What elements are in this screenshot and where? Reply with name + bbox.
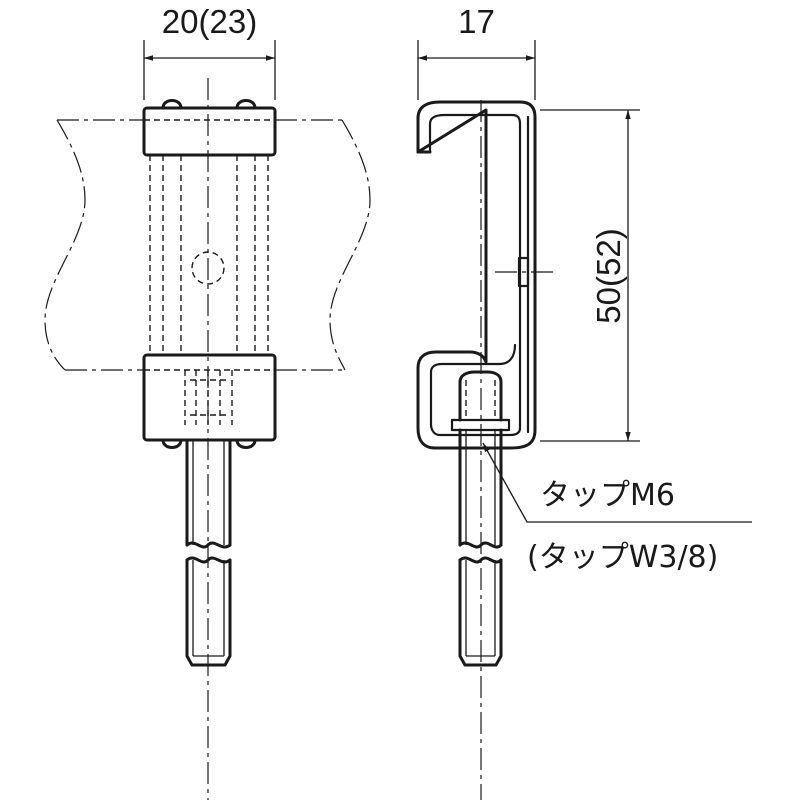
bottom-clamp-block [142,353,277,449]
hidden-lines [144,119,275,425]
j-clamp-body [416,100,537,450]
width-dimension-label: 20(23) [162,3,257,40]
top-clamp-block [142,99,277,157]
phantom-rail [44,119,371,371]
width-dimension: 20(23) [143,3,276,100]
height-dimension: 50(52) [540,109,640,442]
depth-dimension: 17 [417,3,536,100]
tap-note-alternate: (タップW3/8) [527,540,718,575]
height-dimension-label: 50(52) [590,228,627,323]
tap-note-primary: タップM6 [540,478,675,513]
tap-leader: タップM6 (タップW3/8) [482,442,752,575]
side-view: 17 50(52) タップM6 (タップW3/8) [416,3,752,800]
front-view: 20(23) [44,3,371,800]
depth-dimension-label: 17 [458,3,495,40]
